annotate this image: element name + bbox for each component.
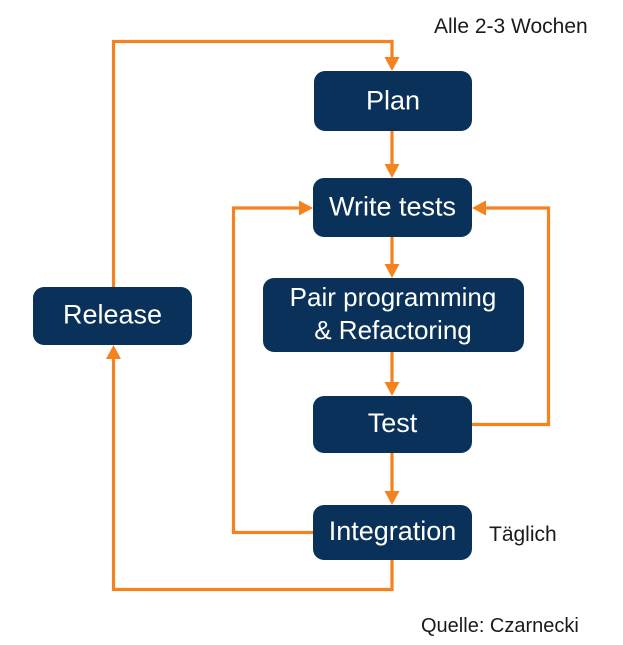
node-plan-label: Plan [366, 86, 420, 116]
node-write-tests[interactable]: Write tests [313, 178, 472, 237]
node-release-label: Release [63, 300, 162, 330]
node-integration[interactable]: Integration [313, 505, 472, 560]
node-pair-programming-label-line1: Pair programming [290, 282, 497, 312]
node-release[interactable]: Release [33, 287, 192, 345]
edge-write-tests-to-pair-programming [384, 237, 400, 278]
node-release-shape[interactable] [33, 287, 192, 345]
annotation-cadence-iteration: Alle 2-3 Wochen [434, 15, 588, 38]
edge-release-to-plan [111, 39, 400, 287]
edge-test-to-write-tests [472, 200, 551, 427]
edge-test-to-integration [384, 453, 400, 505]
edge-write-tests-to-pair-programming-arrowhead [384, 264, 400, 278]
edge-integration-to-write-tests [231, 200, 313, 535]
node-plan-shape[interactable] [314, 71, 472, 131]
annotation-cadence-daily: Täglich [489, 523, 557, 546]
node-test[interactable]: Test [313, 396, 472, 453]
edge-plan-to-write-tests [384, 131, 400, 178]
edge-plan-to-write-tests-arrowhead [384, 164, 400, 178]
edge-release-to-plan-path [111, 39, 394, 287]
node-pair-programming-shape[interactable] [263, 278, 524, 352]
edge-integration-to-release-path [111, 354, 394, 592]
annotation-source-credit: Quelle: Czarnecki [421, 615, 579, 637]
node-integration-label: Integration [329, 516, 457, 546]
edge-test-to-integration-arrowhead [384, 491, 400, 505]
node-test-label: Test [368, 408, 418, 438]
node-plan[interactable]: Plan [314, 71, 472, 131]
edge-test-to-write-tests-path [472, 206, 551, 427]
edge-pair-programming-to-test [384, 352, 400, 396]
node-pair-programming-label-line2: & Refactoring [314, 315, 472, 345]
edge-integration-to-release [106, 345, 394, 592]
node-test-shape[interactable] [313, 396, 472, 453]
edge-release-to-plan-arrowhead [384, 57, 400, 71]
edge-test-to-write-tests-arrowhead [472, 200, 486, 216]
node-integration-shape[interactable] [313, 505, 472, 560]
edge-integration-to-write-tests-arrowhead [299, 200, 313, 216]
edge-integration-to-release-arrowhead [106, 345, 121, 359]
node-pair-programming[interactable]: Pair programming & Refactoring [263, 278, 524, 352]
node-write-tests-shape[interactable] [313, 178, 472, 237]
node-write-tests-label: Write tests [329, 192, 456, 222]
edge-integration-to-write-tests-path [231, 206, 313, 535]
edge-pair-programming-to-test-arrowhead [384, 382, 400, 396]
